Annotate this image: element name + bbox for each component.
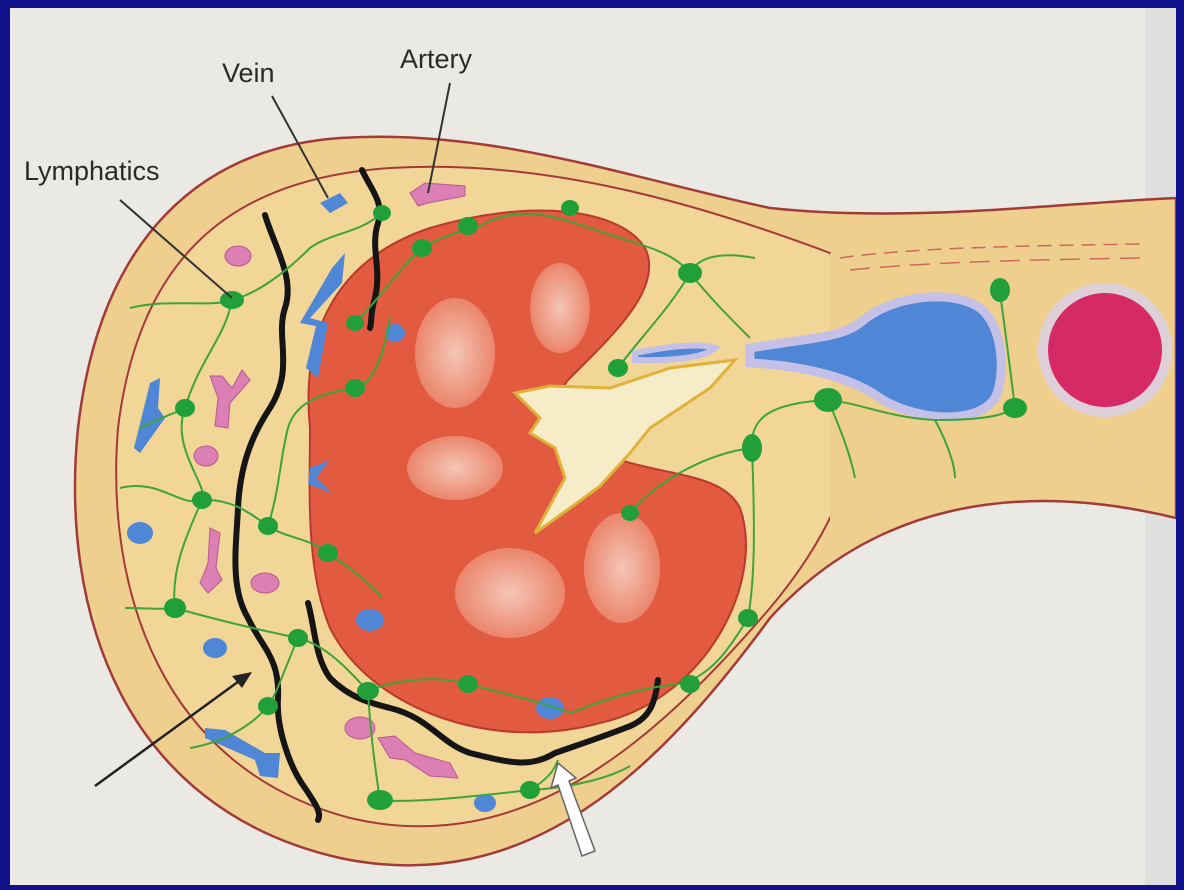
renal-pyramid [530,263,590,353]
lymph-node [412,239,432,257]
lymph-node [814,388,842,412]
artery-small [225,246,251,266]
diagram-frame: Vein Artery Lymphatics [10,8,1176,885]
lymph-node [373,205,391,221]
vein-small [356,609,384,631]
artery-small [251,573,279,593]
lymph-node [258,697,278,715]
lymph-node [164,598,186,618]
vein-small [536,697,564,719]
artery-small [194,446,218,466]
lymph-node [175,399,195,417]
lymph-node [1003,398,1027,418]
lymph-node [520,781,540,799]
renal-pyramid [407,436,503,500]
lymph-node [458,675,478,693]
lymph-node [318,544,338,562]
lymph-node [258,517,278,535]
lymph-node [367,790,393,810]
lymph-node [742,434,762,462]
lymph-node [357,682,379,700]
vein-small [127,522,153,544]
lymph-node [345,379,365,397]
lymph-node [680,675,700,693]
lymph-node [990,278,1010,302]
renal-pyramid [455,548,565,638]
lymph-node [346,315,364,331]
renal-pyramid [584,513,660,623]
vein-small [203,638,227,658]
label-artery: Artery [400,44,472,75]
lymph-node [561,200,579,216]
label-vein: Vein [222,58,275,89]
lymph-node [288,629,308,647]
lymph-node [738,609,758,627]
label-lymphatics: Lymphatics [24,156,160,187]
lymph-node [621,505,639,521]
kidney-cross-section-diagram [10,8,1176,885]
lymph-node [678,263,702,283]
lymph-node [608,359,628,377]
lymph-node [192,491,212,509]
lymph-node [220,291,244,309]
renal-pyramid [415,298,495,408]
lymph-node [458,217,478,235]
